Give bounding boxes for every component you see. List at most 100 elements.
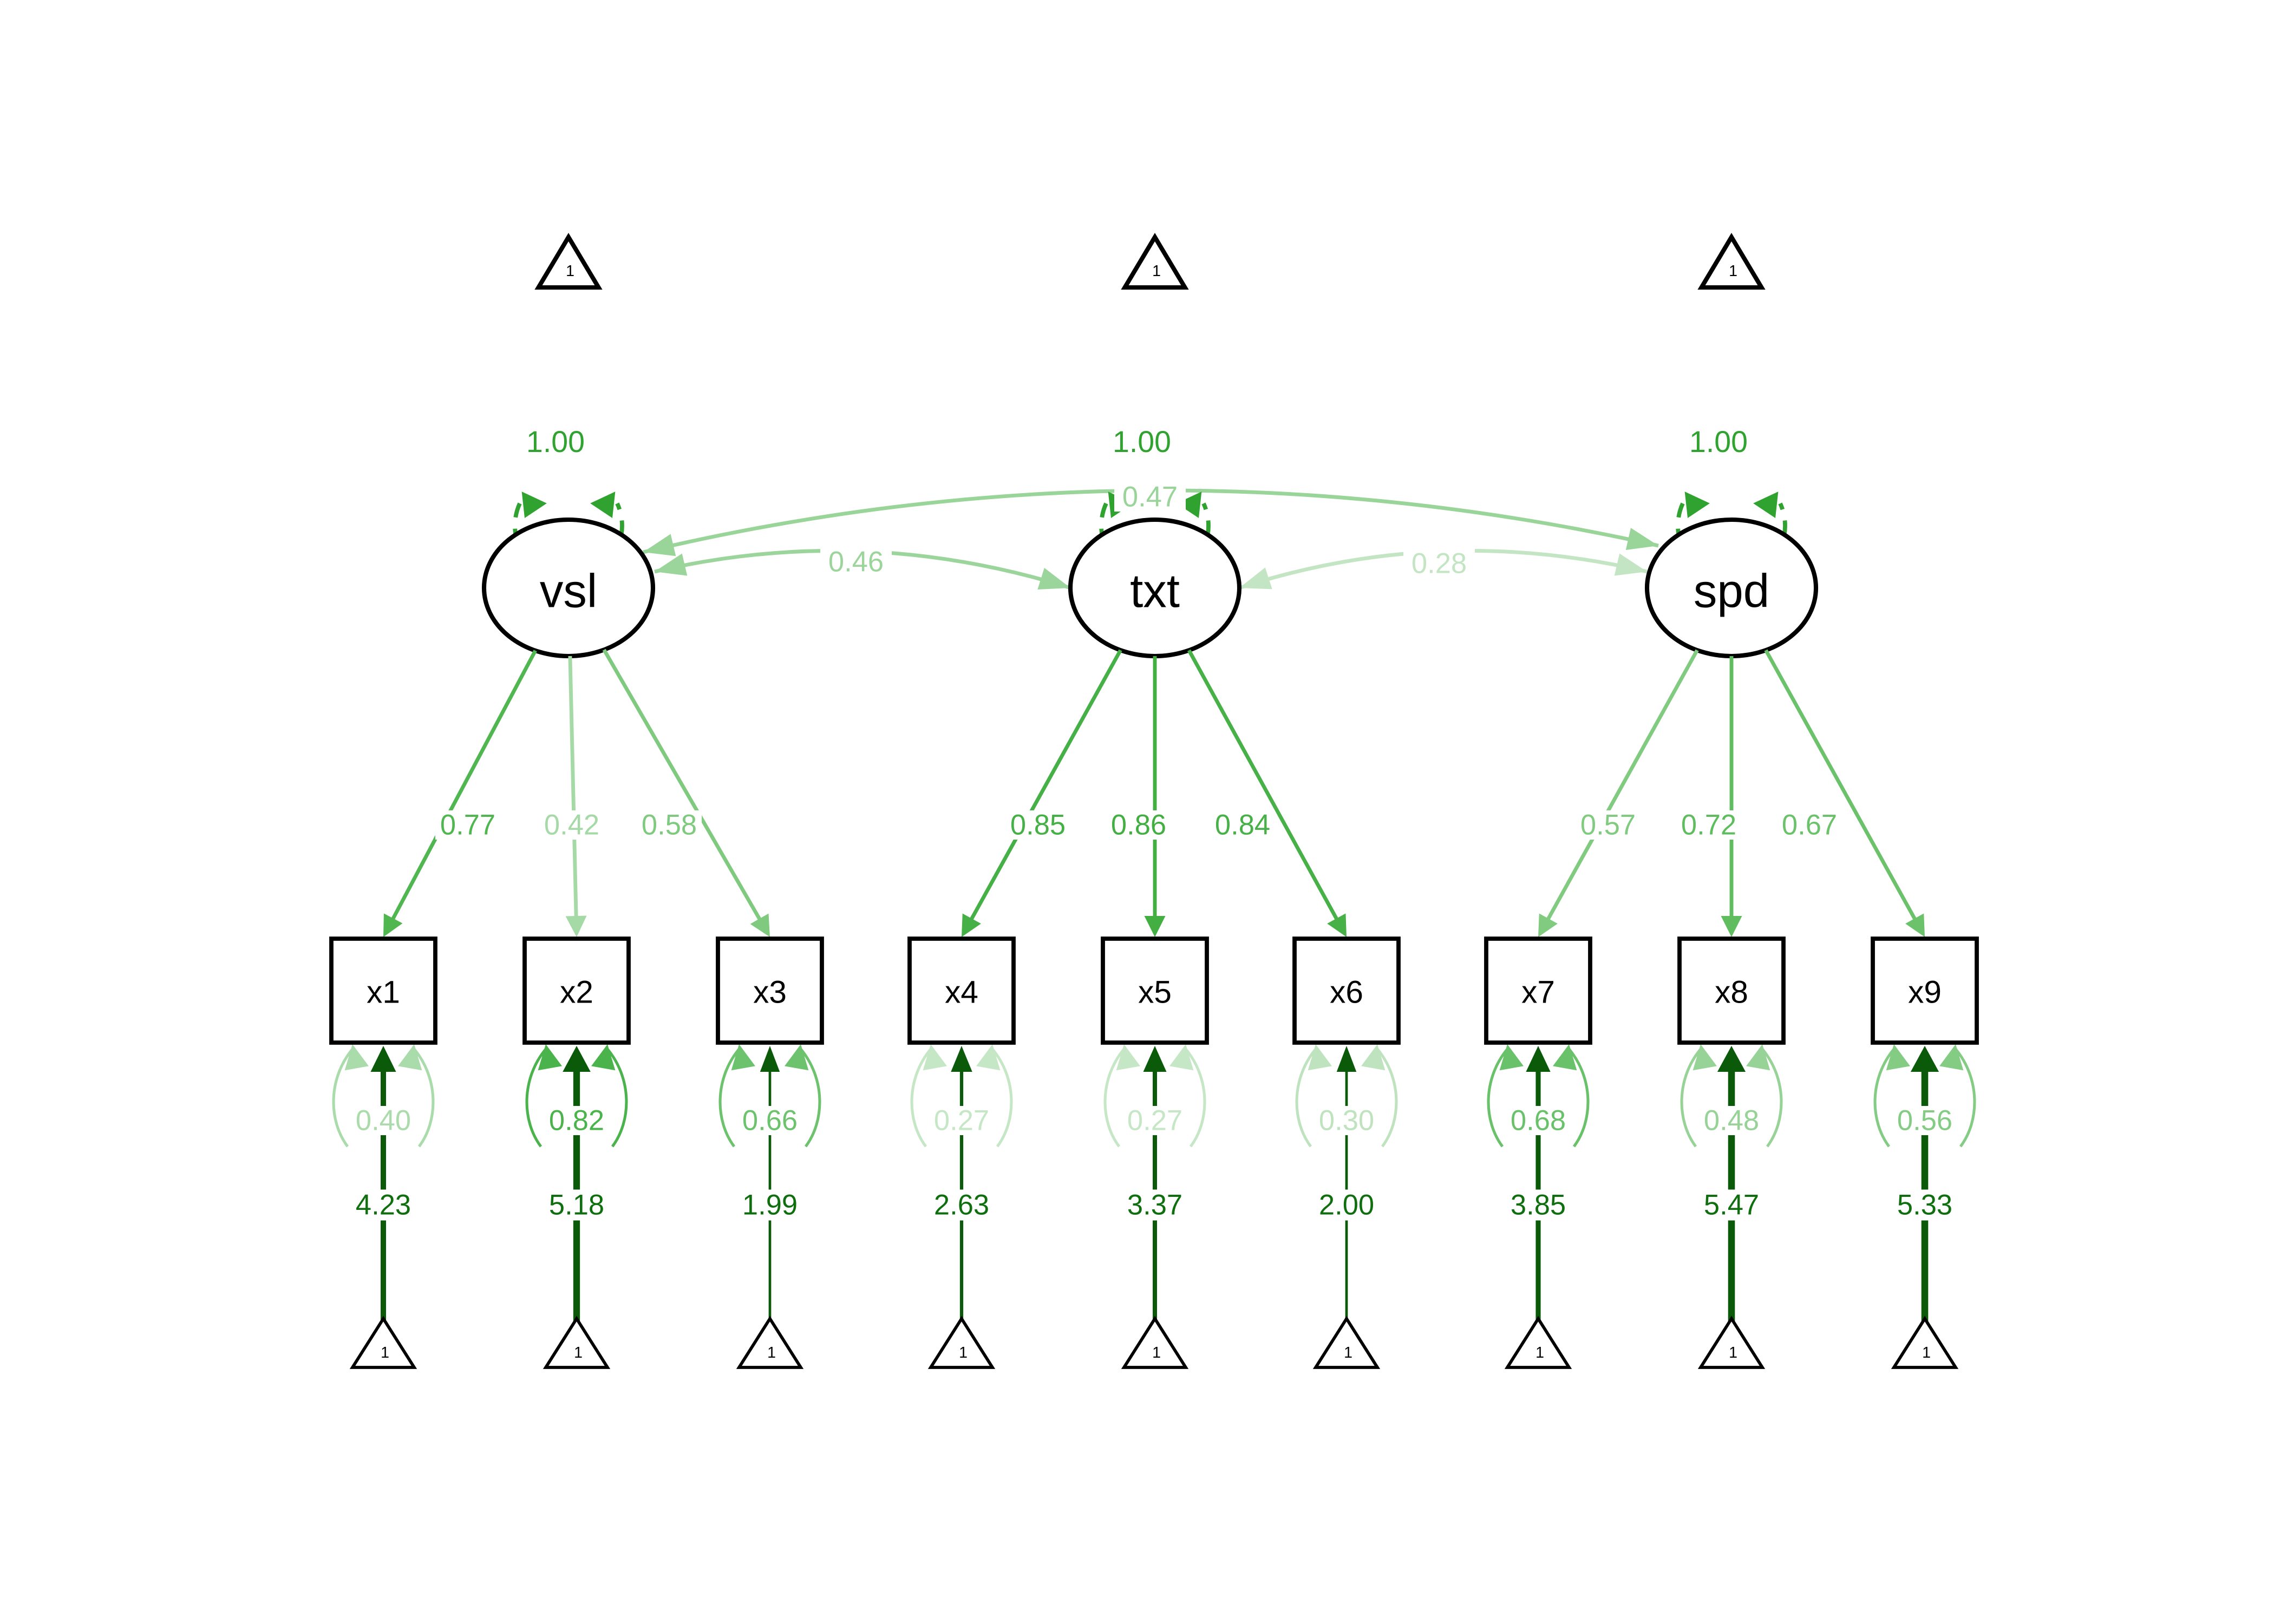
loading-edge [1187, 649, 1339, 921]
residual-label: 0.30 [1314, 1105, 1379, 1137]
loading-label: 0.72 [1676, 809, 1741, 841]
intercept-label: 2.63 [926, 1189, 997, 1221]
triangle-unit-label: 1 [959, 1344, 968, 1361]
residual-label-text: 0.82 [549, 1105, 604, 1137]
variance-label: 1.00 [1103, 425, 1181, 459]
covariance-arrowhead-icon [1614, 553, 1647, 576]
variance-label: 1.00 [517, 425, 594, 459]
label-background [734, 1189, 806, 1221]
loading-label: 0.42 [539, 809, 604, 841]
triangle-unit-label: 1 [574, 1344, 583, 1361]
residual-label: 0.27 [929, 1105, 994, 1137]
label-background [1114, 482, 1186, 512]
residual-arrowhead-icon [591, 1044, 616, 1071]
intercept-label-text: 5.18 [549, 1189, 604, 1221]
label-background [820, 547, 892, 577]
latent-node [481, 517, 656, 659]
covariance-label-text: 0.46 [828, 546, 884, 578]
variance-arrowhead-icon [590, 492, 616, 518]
label-background [1106, 810, 1171, 840]
intercept-arrowhead-icon [370, 1046, 396, 1072]
triangle-unit-label: 1 [1729, 263, 1737, 280]
residual-loop [1761, 1048, 1783, 1148]
loading-label: 0.58 [637, 809, 702, 841]
loading-label-text: 0.77 [440, 809, 495, 841]
triangle-unit-label: 1 [566, 263, 574, 280]
residual-label-text: 0.48 [1704, 1105, 1759, 1137]
label-background [1696, 1189, 1767, 1221]
variance-arrowhead-icon [521, 492, 547, 518]
label-background [541, 1189, 612, 1221]
manifest-label: x7 [1521, 975, 1555, 1010]
manifest-constant-triangle: 1 [1697, 1315, 1766, 1369]
manifest-constant-triangle: 1 [349, 1315, 417, 1369]
manifest-node [522, 937, 631, 1045]
variance-label-text: 1.00 [1689, 425, 1748, 459]
triangle-unit-label: 1 [1152, 1344, 1161, 1361]
residual-arrowhead-icon [538, 1044, 562, 1071]
label-background [1889, 1189, 1961, 1221]
loading-arrowhead-icon [1905, 913, 1925, 937]
variance-label: 1.00 [1680, 425, 1757, 459]
latent-constant-triangle: 1 [1697, 233, 1766, 290]
intercept-label-text: 3.85 [1511, 1189, 1566, 1221]
loading-label-text: 0.67 [1782, 809, 1837, 841]
triangle-icon [349, 1315, 417, 1369]
label-background [539, 810, 604, 840]
residual-arrowhead-icon [398, 1044, 422, 1071]
manifest-constant-triangle: 1 [1891, 1315, 1959, 1369]
residual-arrowhead-icon [1361, 1044, 1386, 1071]
triangle-unit-label: 1 [381, 1344, 389, 1361]
label-background [1680, 425, 1757, 458]
loading-arrowhead-icon [750, 913, 770, 937]
triangle-icon [1312, 1315, 1381, 1369]
intercept-label: 5.18 [541, 1189, 612, 1221]
intercept-label: 3.85 [1502, 1189, 1574, 1221]
manifest-node [1677, 937, 1786, 1045]
residual-arrowhead-icon [1553, 1044, 1577, 1071]
residual-label: 0.82 [544, 1105, 609, 1137]
variance-label-text: 1.00 [1113, 425, 1171, 459]
variance-arrowhead-icon [1753, 492, 1779, 518]
label-background [1676, 810, 1741, 840]
variance-arrowhead-icon [1177, 492, 1202, 518]
residual-loop [1680, 1048, 1702, 1148]
loading-label: 0.67 [1777, 809, 1842, 841]
intercept-label-text: 2.00 [1319, 1189, 1374, 1221]
loading-label: 0.77 [435, 809, 500, 841]
intercept-label: 5.47 [1696, 1189, 1767, 1221]
residual-loop [718, 1048, 740, 1148]
triangle-icon [736, 1315, 804, 1369]
label-background [1699, 1106, 1764, 1135]
intercept-label-text: 5.33 [1897, 1189, 1952, 1221]
label-background [1311, 1189, 1382, 1221]
residual-loop [1103, 1048, 1125, 1148]
latent-constant-triangle: 1 [534, 233, 603, 290]
loading-label: 0.86 [1106, 809, 1171, 841]
residual-label-text: 0.27 [934, 1105, 989, 1137]
manifest-node [716, 937, 824, 1045]
triangle-unit-label: 1 [1152, 263, 1161, 280]
intercept-label: 3.37 [1119, 1189, 1191, 1221]
residual-loop [910, 1048, 932, 1148]
triangle-unit-label: 1 [1922, 1344, 1931, 1361]
residual-loop [1487, 1048, 1508, 1148]
label-background [517, 425, 594, 458]
intercept-arrowhead-icon [1143, 1046, 1167, 1072]
intercept-label: 2.00 [1311, 1189, 1382, 1221]
residual-label: 0.40 [351, 1105, 416, 1137]
residual-loop [800, 1048, 821, 1148]
residual-label-text: 0.56 [1897, 1105, 1952, 1137]
loading-label-text: 0.42 [544, 809, 599, 841]
residual-arrowhead-icon [1169, 1044, 1194, 1071]
loading-arrowhead-icon [962, 913, 981, 937]
label-background [926, 1189, 997, 1221]
intercept-arrowhead-icon [563, 1046, 591, 1072]
residual-loop [991, 1048, 1013, 1148]
residual-label-text: 0.66 [742, 1105, 798, 1137]
intercept-arrowhead-icon [1336, 1046, 1357, 1072]
